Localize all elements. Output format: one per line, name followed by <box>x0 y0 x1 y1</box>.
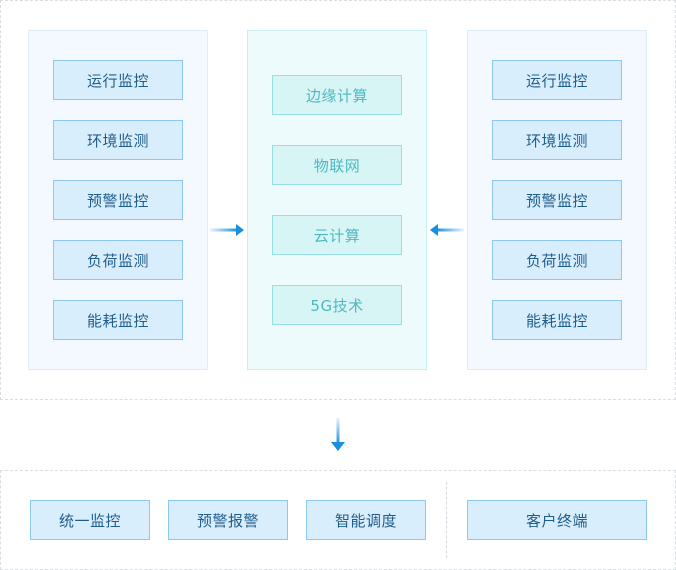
bottom-divider <box>446 482 447 558</box>
right-item-env-monitor: 环境监测 <box>492 120 622 160</box>
arrow-left-icon <box>430 224 464 236</box>
left-item-warning-monitor: 预警监控 <box>53 180 183 220</box>
right-item-warning-monitor: 预警监控 <box>492 180 622 220</box>
bottom-item-warning-alarm: 预警报警 <box>168 500 288 540</box>
left-item-energy-monitor: 能耗监控 <box>53 300 183 340</box>
bottom-item-client-terminal: 客户终端 <box>467 500 647 540</box>
arrow-down-icon <box>331 418 345 451</box>
left-item-load-monitor: 负荷监测 <box>53 240 183 280</box>
arrow-right-icon <box>210 224 244 236</box>
right-item-load-monitor: 负荷监测 <box>492 240 622 280</box>
right-item-energy-monitor: 能耗监控 <box>492 300 622 340</box>
tech-edge-computing: 边缘计算 <box>272 75 402 115</box>
tech-iot: 物联网 <box>272 145 402 185</box>
left-item-run-monitor: 运行监控 <box>53 60 183 100</box>
left-item-env-monitor: 环境监测 <box>53 120 183 160</box>
bottom-item-smart-dispatch: 智能调度 <box>306 500 426 540</box>
tech-5g: 5G技术 <box>272 285 402 325</box>
bottom-item-unified-monitor: 统一监控 <box>30 500 150 540</box>
tech-cloud-computing: 云计算 <box>272 215 402 255</box>
right-item-run-monitor: 运行监控 <box>492 60 622 100</box>
